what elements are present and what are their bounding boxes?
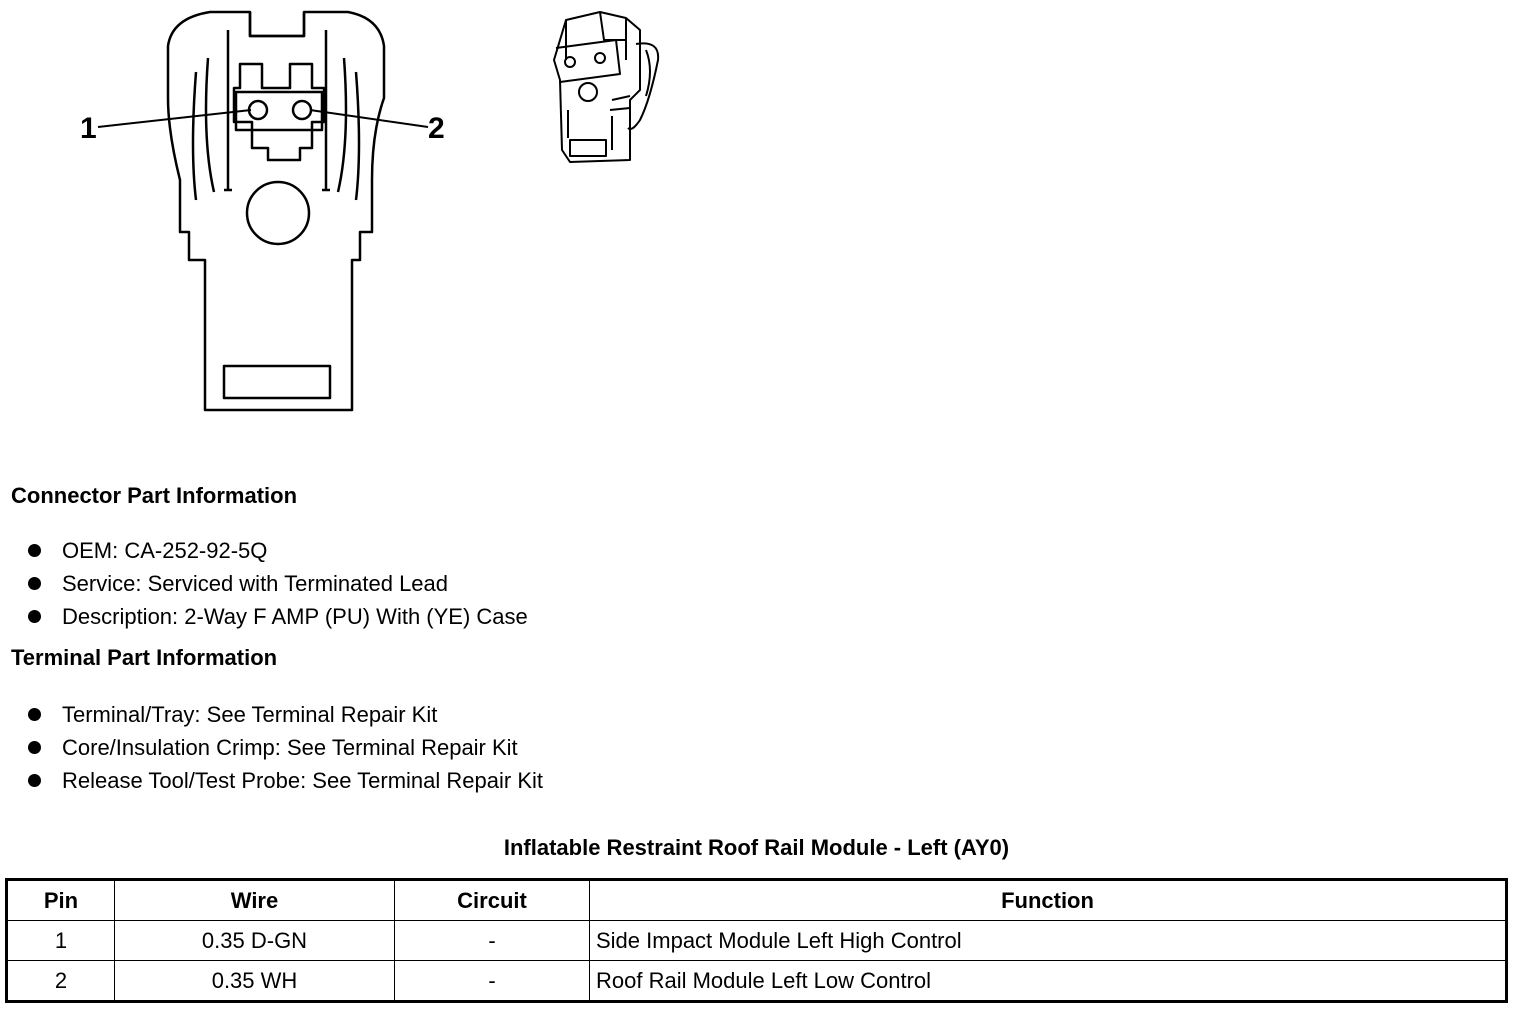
terminal-info-heading: Terminal Part Information: [11, 645, 278, 670]
pin-1-cavity: [247, 99, 269, 121]
table-row: 1 0.35 D-GN - Side Impact Module Left Hi…: [6, 920, 1507, 961]
list-item: Description: 2-Way F AMP (PU) With (YE) …: [28, 600, 528, 633]
connector-label-window: [222, 364, 332, 400]
bullet-icon: [28, 741, 41, 754]
pinout-table: Pin Wire Circuit Function 1 0.35 D-GN - …: [5, 878, 1508, 1003]
list-item: OEM: CA-252-92-5Q: [28, 534, 528, 567]
connector-diagram: [97, 10, 660, 412]
connector-center-hole: [245, 180, 311, 246]
bullet-icon: [28, 708, 41, 721]
cell-pin: 1: [6, 920, 115, 961]
cell-circuit: -: [394, 960, 590, 1002]
table-title: Inflatable Restraint Roof Rail Module - …: [503, 835, 1010, 860]
connector-housing-outline: [166, 10, 386, 412]
pin-1-leader: [97, 109, 252, 128]
table-header-row: Pin Wire Circuit Function: [6, 879, 1507, 921]
connector-info-list: OEM: CA-252-92-5Q Service: Serviced with…: [28, 534, 528, 633]
pin-2-label: 2: [428, 112, 445, 145]
column-header-function: Function: [589, 879, 1507, 921]
pin-2-leader: [309, 109, 429, 128]
cell-pin: 2: [6, 960, 115, 1002]
table-row: 2 0.35 WH - Roof Rail Module Left Low Co…: [6, 960, 1507, 1002]
bullet-icon: [28, 577, 41, 590]
cell-wire: 0.35 WH: [114, 960, 395, 1002]
bullet-icon: [28, 774, 41, 787]
pin-1-label: 1: [80, 112, 97, 145]
column-header-pin: Pin: [6, 879, 115, 921]
bullet-icon: [28, 610, 41, 623]
cell-function: Roof Rail Module Left Low Control: [589, 960, 1507, 1002]
list-item: Terminal/Tray: See Terminal Repair Kit: [28, 698, 543, 731]
terminal-info-list: Terminal/Tray: See Terminal Repair Kit C…: [28, 698, 543, 797]
column-header-circuit: Circuit: [394, 879, 590, 921]
list-item: Release Tool/Test Probe: See Terminal Re…: [28, 764, 543, 797]
pin-2-cavity: [291, 99, 313, 121]
list-item: Service: Serviced with Terminated Lead: [28, 567, 528, 600]
cell-function: Side Impact Module Left High Control: [589, 920, 1507, 961]
cell-circuit: -: [394, 920, 590, 961]
list-item: Core/Insulation Crimp: See Terminal Repa…: [28, 731, 543, 764]
connector-info-heading: Connector Part Information: [11, 483, 298, 508]
cell-wire: 0.35 D-GN: [114, 920, 395, 961]
bullet-icon: [28, 544, 41, 557]
connector-perspective-view: [553, 11, 660, 163]
column-header-wire: Wire: [114, 879, 395, 921]
